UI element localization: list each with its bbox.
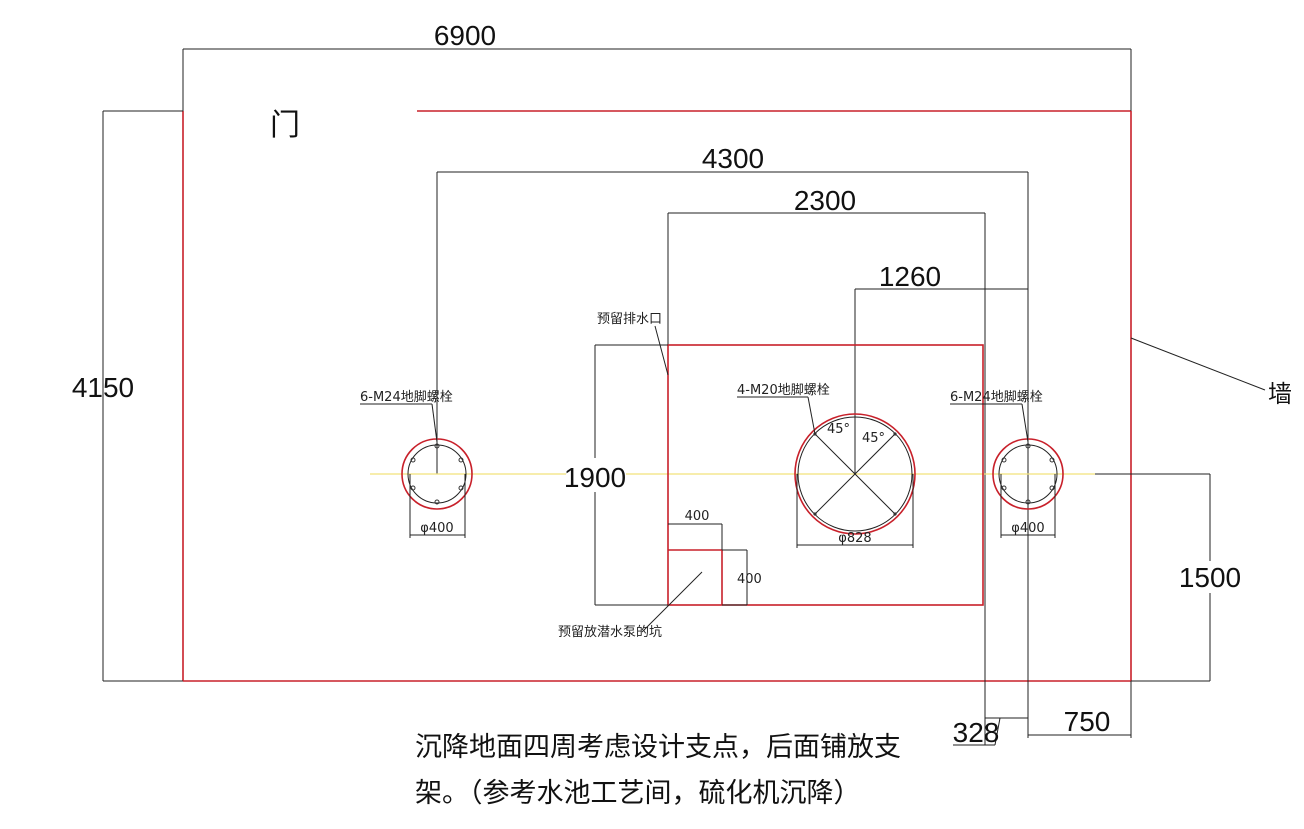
pump-pit-label: 预留放潜水泵的坑	[558, 624, 662, 640]
bolt-circle-right: φ400 6-M24地脚螺栓	[950, 389, 1064, 538]
bolts-left-label: 6-M24地脚螺栓	[360, 389, 453, 405]
dim-400-w: 400	[685, 509, 710, 524]
bolts-right-label: 6-M24地脚螺栓	[950, 389, 1043, 405]
bolts-center-label: 4-M20地脚螺栓	[737, 382, 830, 398]
dim-2300-text: 2300	[794, 185, 856, 216]
bolt-circle-left: φ400 6-M24地脚螺栓	[360, 389, 473, 538]
dim-2300: 2300	[667, 185, 986, 745]
dim-1500: 1500	[1095, 473, 1241, 681]
dim-750-text: 750	[1064, 706, 1111, 737]
dim-6900: 6900	[182, 20, 1132, 111]
door-label: 门	[270, 108, 300, 143]
dim-400-h: 400	[737, 572, 762, 587]
design-note: 沉降地面四周考虑设计支点，后面铺放支 架。（参考水池工艺间，硫化机沉降）	[415, 725, 901, 817]
angle-2-text: 45°	[862, 431, 885, 446]
dia-left-text: φ400	[420, 521, 453, 536]
note-line-1: 沉降地面四周考虑设计支点，后面铺放支	[415, 732, 901, 763]
dim-4300: 4300	[436, 143, 1029, 738]
dim-750: 750	[1028, 681, 1132, 738]
pump-pit: 400 400 预留放潜水泵的坑	[558, 509, 762, 640]
dim-4150: 4150	[72, 110, 183, 681]
dia-large-text: φ828	[838, 531, 871, 546]
dim-4150-text: 4150	[72, 372, 134, 403]
dim-1260: 1260	[854, 261, 1028, 474]
room-outline	[103, 110, 1210, 682]
dim-1900-text: 1900	[564, 462, 626, 493]
dim-1500-text: 1500	[1179, 562, 1241, 593]
sunken-pit	[667, 344, 984, 606]
dim-328: 328	[953, 717, 1028, 748]
drain-outlet-label: 预留排水口	[597, 312, 662, 327]
dia-right-text: φ400	[1011, 521, 1044, 536]
dim-1900: 1900	[564, 344, 668, 606]
wall-label: 墙	[1268, 380, 1292, 408]
main-foundation-circle: 45° 45° φ828 4-M20地脚螺栓	[737, 382, 916, 548]
dim-328-text: 328	[953, 717, 1000, 748]
note-line-2: 架。（参考水池工艺间，硫化机沉降）	[415, 778, 861, 809]
angle-1-text: 45°	[827, 422, 850, 437]
dim-6900-text: 6900	[434, 20, 496, 51]
dim-1260-text: 1260	[879, 261, 941, 292]
dim-4300-text: 4300	[702, 143, 764, 174]
